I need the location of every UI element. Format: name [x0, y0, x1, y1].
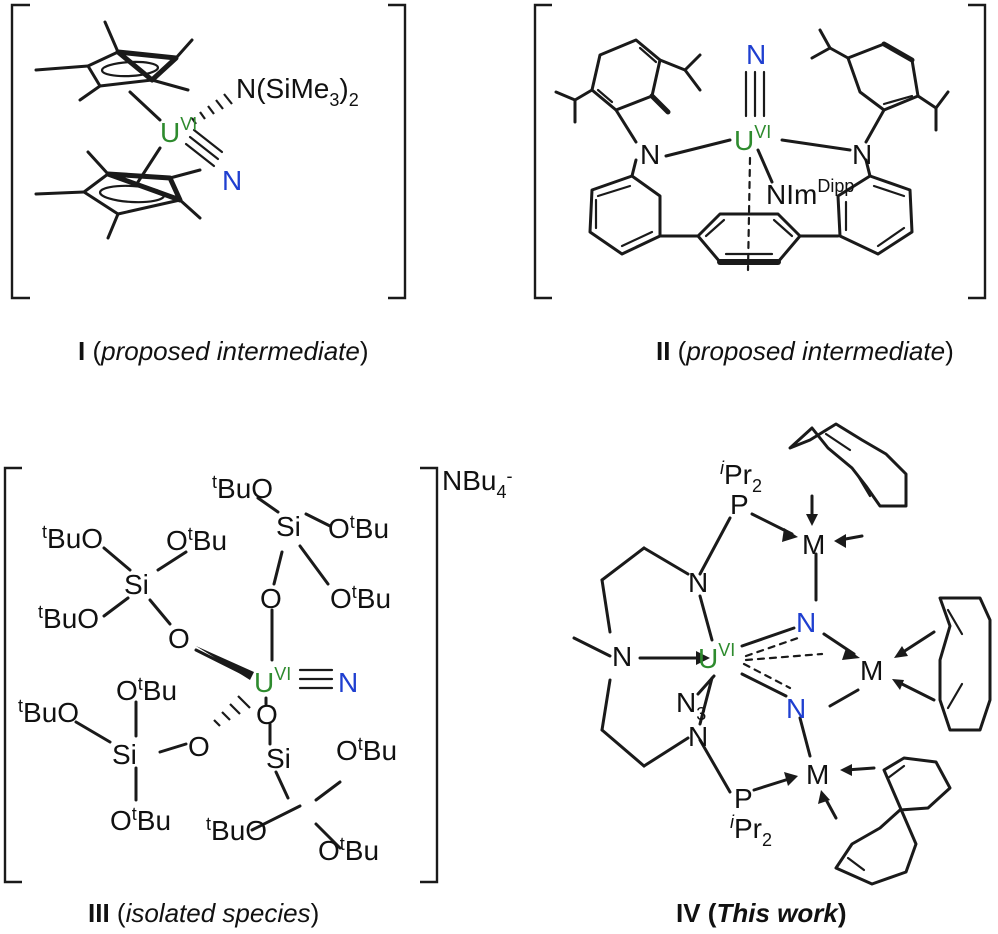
o-label-4: O	[256, 699, 278, 730]
cp-star-ring-lower	[34, 150, 202, 240]
hashed-bond-III	[213, 695, 251, 727]
o-label-1: O	[168, 623, 190, 654]
dipp-aryl-left	[554, 38, 702, 144]
nitride-n-bottom-IV: N	[786, 693, 806, 724]
cp-star-ring-upper	[34, 20, 194, 102]
phosphorus-bottom-IV: P	[734, 783, 753, 814]
triple-bond-nitride-I	[184, 128, 224, 168]
tbuo-label-5: tBuO	[206, 814, 267, 846]
ligand-backbone-IV	[572, 516, 732, 794]
counterion-label-III: NBu4-	[442, 465, 512, 502]
bracket-left-II	[533, 3, 552, 300]
metal-m-mid-IV: M	[860, 655, 883, 686]
o-label-2: O	[260, 583, 282, 614]
ipr-label-top-IV: iPr2	[720, 458, 762, 496]
amine-n-central-IV: N	[612, 641, 632, 672]
nitride-label-III: N	[338, 667, 358, 698]
nitride-label-I: N	[222, 165, 242, 196]
otbu-label-3: OtBu	[330, 582, 391, 614]
otbu-label-2: OtBu	[328, 512, 389, 544]
tbuo-label-2: tBuO	[38, 602, 99, 634]
cod-ring-top	[788, 422, 908, 508]
phosphorus-top-IV: P	[730, 489, 749, 520]
otbu-label-6: OtBu	[336, 734, 397, 766]
ipr-label-bottom-IV: iPr2	[730, 812, 772, 850]
si-label-3: Si	[112, 739, 137, 770]
structure-III: UVI N NBu4- Si Si Si Si O O O O tBuO OtB…	[3, 465, 512, 928]
nitride-n-top-IV: N	[796, 607, 816, 638]
cod-ring-mid	[938, 596, 992, 732]
amine-n-bottom-IV: N	[688, 721, 708, 752]
hashed-bond-amide	[191, 93, 233, 125]
amine-n-top-IV: N	[688, 567, 708, 598]
caption-I: I (proposed intermediate)	[78, 336, 369, 366]
structure-II: N UVI N N NImDipp II (proposed intermedi…	[533, 3, 987, 366]
metal-m-top-IV: M	[802, 529, 825, 560]
caption-III: III (isolated species)	[88, 898, 319, 928]
caption-IV: IV (This work)	[676, 898, 847, 928]
si-label-2: Si	[276, 511, 301, 542]
azide-label-IV: N3	[676, 687, 706, 724]
aryl-lower-left	[588, 158, 700, 256]
tbuo-label-3: tBuO	[212, 472, 273, 504]
caption-II: II (proposed intermediate)	[656, 336, 954, 366]
uranium-label-IV: UVI	[698, 640, 735, 674]
dipp-aryl-right	[810, 28, 950, 144]
bracket-right-II	[968, 3, 987, 300]
amine-left-label-II: N	[640, 139, 660, 170]
amide-label-I: N(SiMe3)2	[236, 73, 359, 110]
tbuo-label-4: tBuO	[18, 696, 79, 728]
otbu-label-1: OtBu	[166, 524, 227, 556]
triple-bond-nitride-III	[298, 668, 334, 690]
otbu-label-4: OtBu	[116, 674, 177, 706]
structure-IV: UVI N N N N N P P M M M iPr2 iPr2 N3 IV …	[572, 422, 992, 928]
metal-m-bottom-IV: M	[806, 759, 829, 790]
tbuo-label-1: tBuO	[42, 522, 103, 554]
bracket-left-I	[10, 3, 30, 300]
bracket-left-III	[3, 466, 22, 884]
nitride-label-II: N	[746, 39, 766, 70]
bracket-right-III	[420, 466, 439, 884]
si-label-1: Si	[124, 569, 149, 600]
uranium-label-III: UVI	[254, 664, 291, 698]
nim-label-II: NImDipp	[766, 176, 854, 210]
otbu-label-5: OtBu	[110, 804, 171, 836]
cod-ring-bottom	[834, 756, 952, 886]
bracket-right-I	[388, 3, 407, 300]
si-label-4: Si	[266, 743, 291, 774]
aryl-lower-right	[798, 158, 914, 256]
triple-bond-nitride-II	[744, 70, 766, 118]
uranium-label-I: UVI	[160, 114, 197, 148]
uranium-label-II: UVI	[734, 122, 771, 156]
otbu-label-7: OtBu	[318, 834, 379, 866]
o-label-3: O	[188, 731, 210, 762]
structure-I: UVI N(SiMe3)2 N I (proposed intermediate…	[10, 3, 407, 366]
wedge-bond-III	[196, 646, 254, 680]
amine-right-label-II: N	[852, 139, 872, 170]
